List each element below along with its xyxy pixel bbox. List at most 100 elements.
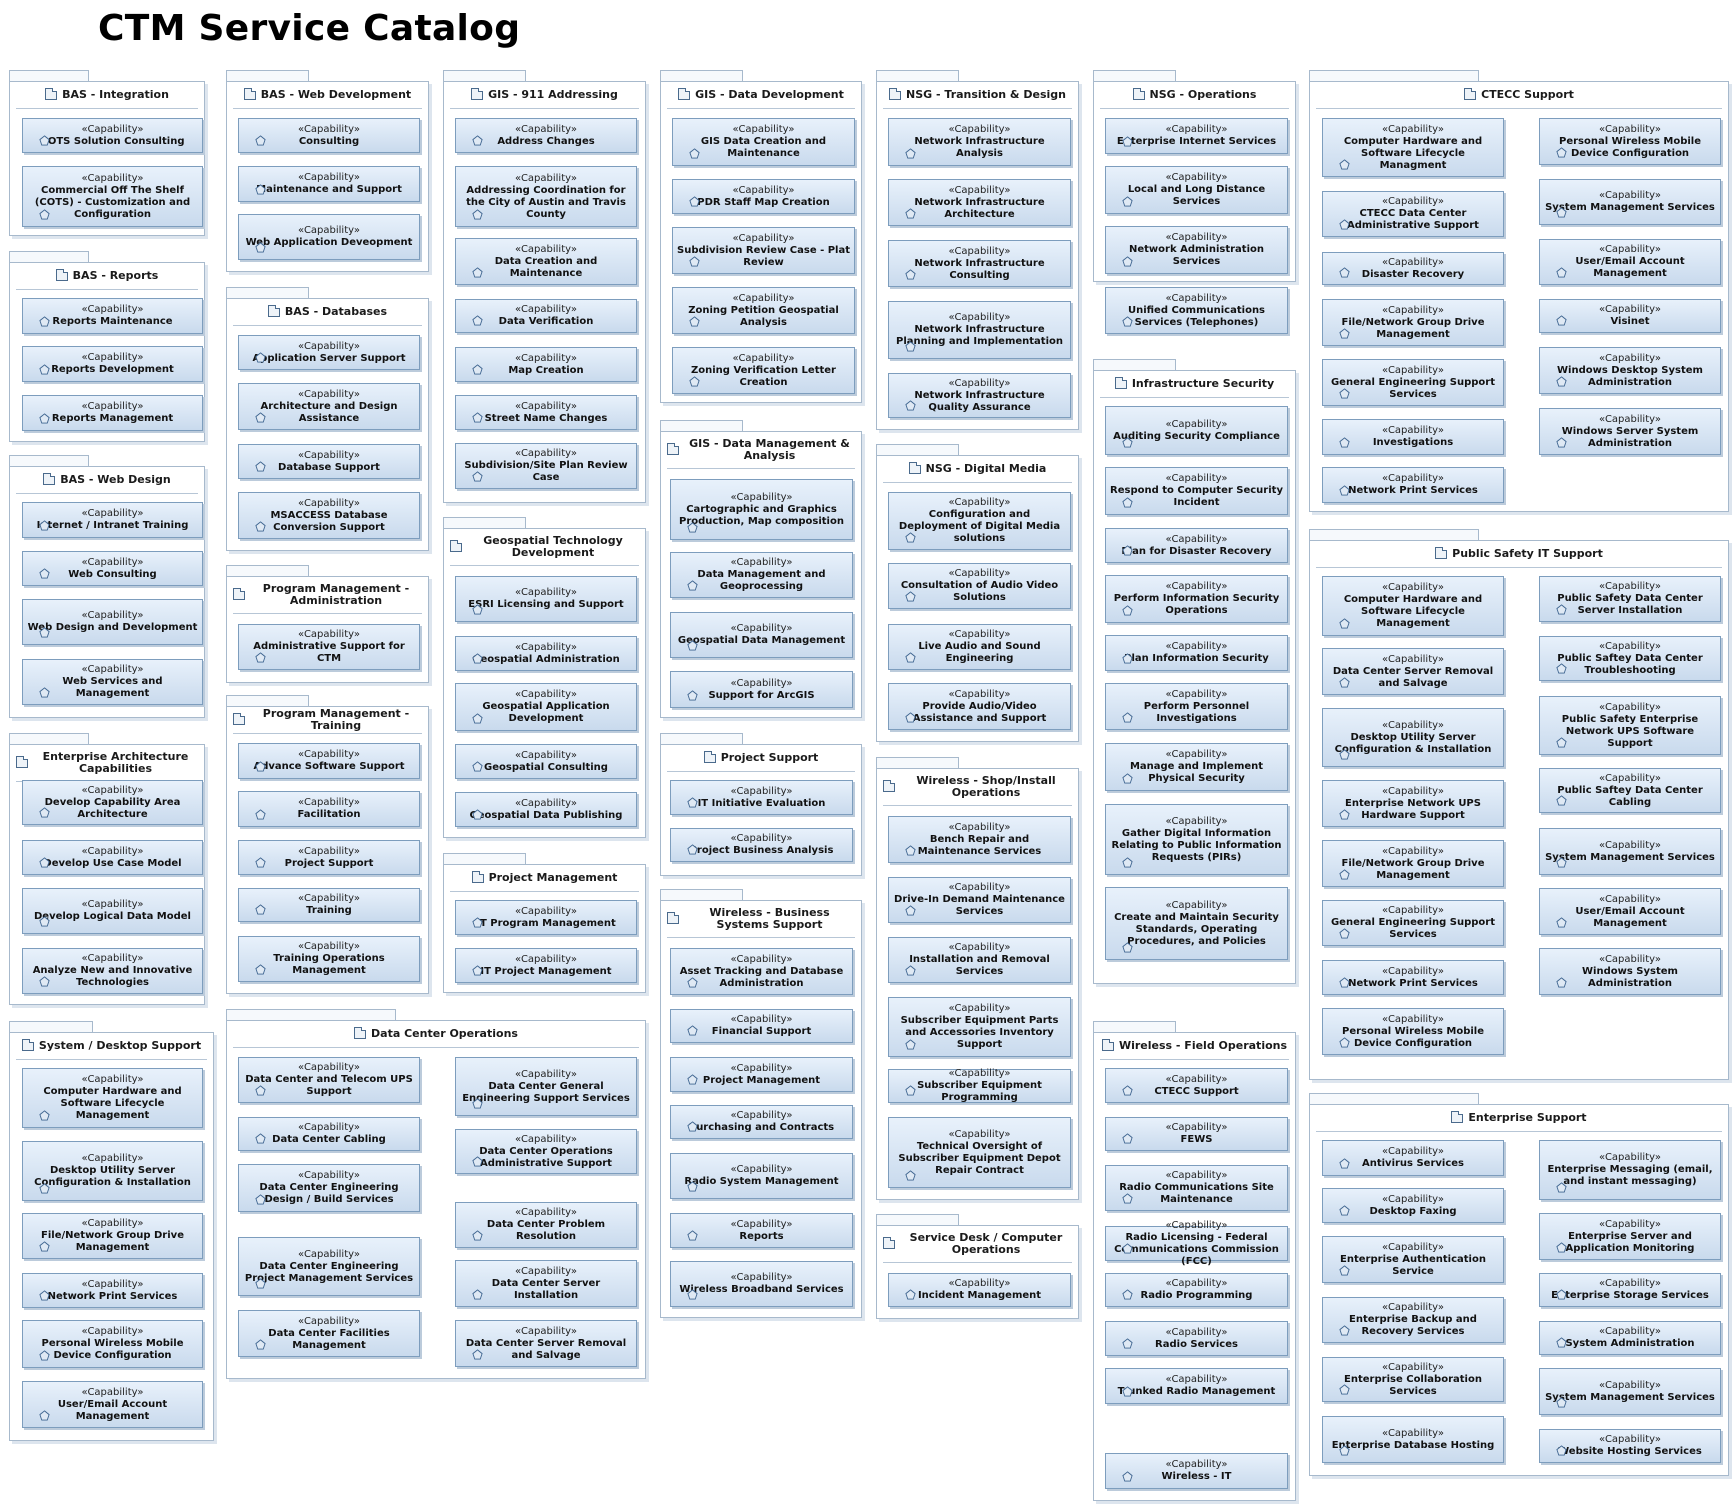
capability-reports-management[interactable]: «Capability»Reports Management — [22, 395, 203, 431]
capability-develop-use-case-model[interactable]: «Capability»Develop Use Case Model — [22, 840, 203, 875]
capability-analyze-new-and-innovative-technologies[interactable]: «Capability»Analyze New and Innovative T… — [22, 948, 203, 994]
capability-data-center-server-installation[interactable]: «Capability»Data Center Server Installat… — [455, 1260, 637, 1307]
capability-support-for-arcgis[interactable]: «Capability»Support for ArcGIS — [670, 671, 853, 708]
capability-radio-programming[interactable]: «Capability»Radio Programming — [1105, 1273, 1288, 1307]
capability-application-server-support[interactable]: «Capability»Application Server Support — [238, 335, 420, 370]
capability-enterprise-internet-services[interactable]: «Capability»Enterprise Internet Services — [1105, 118, 1288, 154]
capability-enterprise-database-hosting[interactable]: «Capability»Enterprise Database Hosting — [1322, 1416, 1504, 1463]
capability-data-center-and-telecom-ups-support[interactable]: «Capability»Data Center and Telecom UPS … — [238, 1057, 420, 1103]
capability-enterprise-messaging-email-and-instant-messaging[interactable]: «Capability»Enterprise Messaging (email,… — [1539, 1140, 1721, 1200]
capability-data-center-operations-administrative-support[interactable]: «Capability»Data Center Operations Admin… — [455, 1129, 637, 1174]
capability-geospatial-application-development[interactable]: «Capability»Geospatial Application Devel… — [455, 683, 637, 731]
package-nsg-transition-and-design[interactable]: NSG - Transition & Design«Capability»Net… — [876, 81, 1079, 430]
capability-gather-digital-information-relating-to-public-information-requests-pirs[interactable]: «Capability»Gather Digital Information R… — [1105, 804, 1288, 875]
capability-it-program-management[interactable]: «Capability»IT Program Management — [455, 900, 637, 935]
package-ctecc-support[interactable]: CTECC Support«Capability»Computer Hardwa… — [1309, 81, 1729, 512]
capability-user-email-account-management[interactable]: «Capability»User/Email Account Managemen… — [1539, 888, 1721, 935]
capability-zoning-petition-geospatial-analysis[interactable]: «Capability»Zoning Petition Geospatial A… — [672, 287, 855, 334]
capability-data-center-facilities-management[interactable]: «Capability»Data Center Facilities Manag… — [238, 1310, 420, 1357]
capability-computer-hardware-and-software-lifecycle-management[interactable]: «Capability»Computer Hardware and Softwa… — [1322, 576, 1504, 636]
package-wireless-field-operations[interactable]: Wireless - Field Operations«Capability»C… — [1093, 1032, 1296, 1501]
capability-project-support[interactable]: «Capability»Project Support — [238, 840, 420, 875]
capability-reports[interactable]: «Capability»Reports — [670, 1213, 853, 1248]
capability-network-infrastructure-quality-assurance[interactable]: «Capability»Network Infrastructure Quali… — [888, 373, 1071, 418]
capability-antivirus-services[interactable]: «Capability»Antivirus Services — [1322, 1140, 1504, 1176]
capability-computer-hardware-and-software-lifecycle-management[interactable]: «Capability»Computer Hardware and Softwa… — [22, 1068, 203, 1128]
capability-desktop-utility-server-configuration-and-installation[interactable]: «Capability»Desktop Utility Server Confi… — [1322, 708, 1504, 767]
capability-enterprise-authentication-service[interactable]: «Capability»Enterprise Authentication Se… — [1322, 1236, 1504, 1283]
package-wireless-shop-install-operations[interactable]: Wireless - Shop/Install Operations«Capab… — [876, 768, 1079, 1200]
capability-enterprise-network-ups-hardware-support[interactable]: «Capability»Enterprise Network UPS Hardw… — [1322, 780, 1504, 827]
capability-web-design-and-development[interactable]: «Capability»Web Design and Development — [22, 599, 203, 645]
capability-web-consulting[interactable]: «Capability»Web Consulting — [22, 551, 203, 586]
capability-network-print-services[interactable]: «Capability»Network Print Services — [22, 1273, 203, 1308]
capability-wireless-it[interactable]: «Capability»Wireless - IT — [1105, 1453, 1288, 1489]
capability-data-center-server-removal-and-salvage[interactable]: «Capability»Data Center Server Removal a… — [455, 1320, 637, 1367]
capability-consulting[interactable]: «Capability»Consulting — [238, 118, 420, 153]
capability-wireless-broadband-services[interactable]: «Capability»Wireless Broadband Services — [670, 1261, 853, 1307]
capability-desktop-utility-server-configuration-and-installation[interactable]: «Capability»Desktop Utility Server Confi… — [22, 1141, 203, 1201]
capability-system-management-services[interactable]: «Capability»System Management Services — [1539, 1368, 1721, 1415]
capability-radio-services[interactable]: «Capability»Radio Services — [1105, 1321, 1288, 1356]
capability-file-network-group-drive-management[interactable]: «Capability»File/Network Group Drive Man… — [22, 1213, 203, 1259]
package-geospatial-technology-development[interactable]: Geospatial Technology Development«Capabi… — [443, 528, 646, 838]
capability-system-management-services[interactable]: «Capability»System Management Services — [1539, 828, 1721, 875]
capability-windows-desktop-system-administration[interactable]: «Capability»Windows Desktop System Admin… — [1539, 347, 1721, 394]
capability-data-center-engineering-project-management-services[interactable]: «Capability»Data Center Engineering Proj… — [238, 1237, 420, 1296]
package-bas-databases[interactable]: BAS - Databases«Capability»Application S… — [226, 298, 429, 551]
capability-network-print-services[interactable]: «Capability»Network Print Services — [1322, 960, 1504, 995]
capability-public-safety-data-center-server-installation[interactable]: «Capability»Public Safety Data Center Se… — [1539, 576, 1721, 622]
capability-create-and-maintain-security-standards-operating-procedures-and-policies[interactable]: «Capability»Create and Maintain Security… — [1105, 887, 1288, 960]
capability-data-management-and-geoprocessing[interactable]: «Capability»Data Management and Geoproce… — [670, 552, 853, 598]
capability-network-print-services[interactable]: «Capability»Network Print Services — [1322, 467, 1504, 503]
capability-network-infrastructure-consulting[interactable]: «Capability»Network Infrastructure Consu… — [888, 240, 1071, 287]
capability-subscriber-equipment-parts-and-accessories-inventory-support[interactable]: «Capability»Subscriber Equipment Parts a… — [888, 997, 1071, 1057]
capability-it-initiative-evaluation[interactable]: «Capability»IT Initiative Evaluation — [670, 780, 853, 815]
capability-trunked-radio-management[interactable]: «Capability»Trunked Radio Management — [1105, 1368, 1288, 1404]
capability-zoning-verification-letter-creation[interactable]: «Capability»Zoning Verification Letter C… — [672, 347, 855, 394]
capability-public-saftey-data-center-cabling[interactable]: «Capability»Public Saftey Data Center Ca… — [1539, 768, 1721, 813]
capability-system-management-services[interactable]: «Capability»System Management Services — [1539, 179, 1721, 225]
capability-data-creation-and-maintenance[interactable]: «Capability»Data Creation and Maintenanc… — [455, 238, 637, 285]
capability-web-application-deveopment[interactable]: «Capability»Web Application Deveopment — [238, 214, 420, 260]
capability-public-safety-enterprise-network-ups-software-support[interactable]: «Capability»Public Safety Enterprise Net… — [1539, 696, 1721, 755]
capability-radio-communications-site-maintenance[interactable]: «Capability»Radio Communications Site Ma… — [1105, 1165, 1288, 1211]
capability-commercial-off-the-shelf-cots-customization-and-configuration[interactable]: «Capability»Commercial Off The Shelf (CO… — [22, 166, 203, 227]
capability-enterprise-backup-and-recovery-services[interactable]: «Capability»Enterprise Backup and Recove… — [1322, 1297, 1504, 1343]
capability-esri-licensing-and-support[interactable]: «Capability»ESRI Licensing and Support — [455, 576, 637, 622]
capability-ctecc-support[interactable]: «Capability»CTECC Support — [1105, 1068, 1288, 1103]
capability-radio-system-management[interactable]: «Capability»Radio System Management — [670, 1153, 853, 1199]
package-nsg-digital-media[interactable]: NSG - Digital Media«Capability»Configura… — [876, 455, 1079, 742]
package-gis-911-addressing[interactable]: GIS - 911 Addressing«Capability»Address … — [443, 81, 646, 503]
package-bas-web-development[interactable]: BAS - Web Development«Capability»Consult… — [226, 81, 429, 272]
capability-project-management[interactable]: «Capability»Project Management — [670, 1057, 853, 1092]
package-service-desk-computer-operations[interactable]: Service Desk / Computer Operations«Capab… — [876, 1225, 1079, 1319]
capability-general-engineering-support-services[interactable]: «Capability»General Engineering Support … — [1322, 359, 1504, 406]
package-gis-data-management-and-analysis[interactable]: GIS - Data Management & Analysis«Capabil… — [660, 431, 862, 718]
capability-general-engineering-support-services[interactable]: «Capability»General Engineering Support … — [1322, 900, 1504, 946]
package-bas-web-design[interactable]: BAS - Web Design«Capability»Internet / I… — [9, 466, 205, 718]
capability-street-name-changes[interactable]: «Capability»Street Name Changes — [455, 395, 637, 430]
capability-enterprise-collaboration-services[interactable]: «Capability»Enterprise Collaboration Ser… — [1322, 1357, 1504, 1402]
package-enterprise-architecture-capabilities[interactable]: Enterprise Architecture Capabilities«Cap… — [9, 744, 205, 1005]
capability-data-center-problem-resolution[interactable]: «Capability»Data Center Problem Resoluti… — [455, 1202, 637, 1248]
capability-file-network-group-drive-management[interactable]: «Capability»File/Network Group Drive Man… — [1322, 299, 1504, 346]
capability-pdr-staff-map-creation[interactable]: «Capability»PDR Staff Map Creation — [672, 179, 855, 214]
capability-technical-oversight-of-subscriber-equipment-depot-repair-contract[interactable]: «Capability»Technical Oversight of Subsc… — [888, 1117, 1071, 1188]
package-system-desktop-support[interactable]: System / Desktop Support«Capability»Comp… — [9, 1032, 214, 1441]
capability-it-project-management[interactable]: «Capability»IT Project Management — [455, 948, 637, 983]
capability-data-center-general-engineering-support-services[interactable]: «Capability»Data Center General Engineer… — [455, 1057, 637, 1116]
capability-plan-information-security[interactable]: «Capability»Plan Information Security — [1105, 635, 1288, 671]
package-project-management[interactable]: Project Management«Capability»IT Program… — [443, 864, 646, 993]
capability-network-infrastructure-analysis[interactable]: «Capability»Network Infrastructure Analy… — [888, 118, 1071, 166]
capability-fews[interactable]: «Capability»FEWS — [1105, 1117, 1288, 1151]
capability-file-network-group-drive-management[interactable]: «Capability»File/Network Group Drive Man… — [1322, 840, 1504, 887]
capability-windows-server-system-administration[interactable]: «Capability»Windows Server System Admini… — [1539, 408, 1721, 455]
capability-asset-tracking-and-database-administration[interactable]: «Capability»Asset Tracking and Database … — [670, 948, 853, 995]
capability-personal-wireless-mobile-device-configuration[interactable]: «Capability»Personal Wireless Mobile Dev… — [1322, 1008, 1504, 1055]
package-wireless-business-systems-support[interactable]: Wireless - Business Systems Support«Capa… — [660, 900, 862, 1318]
capability-windows-system-administration[interactable]: «Capability»Windows System Administratio… — [1539, 948, 1721, 995]
package-enterprise-support[interactable]: Enterprise Support«Capability»Antivirus … — [1309, 1104, 1729, 1476]
capability-geospatial-administration[interactable]: «Capability»Geospatial Administration — [455, 636, 637, 671]
capability-perform-information-security-operations[interactable]: «Capability»Perform Information Security… — [1105, 575, 1288, 623]
